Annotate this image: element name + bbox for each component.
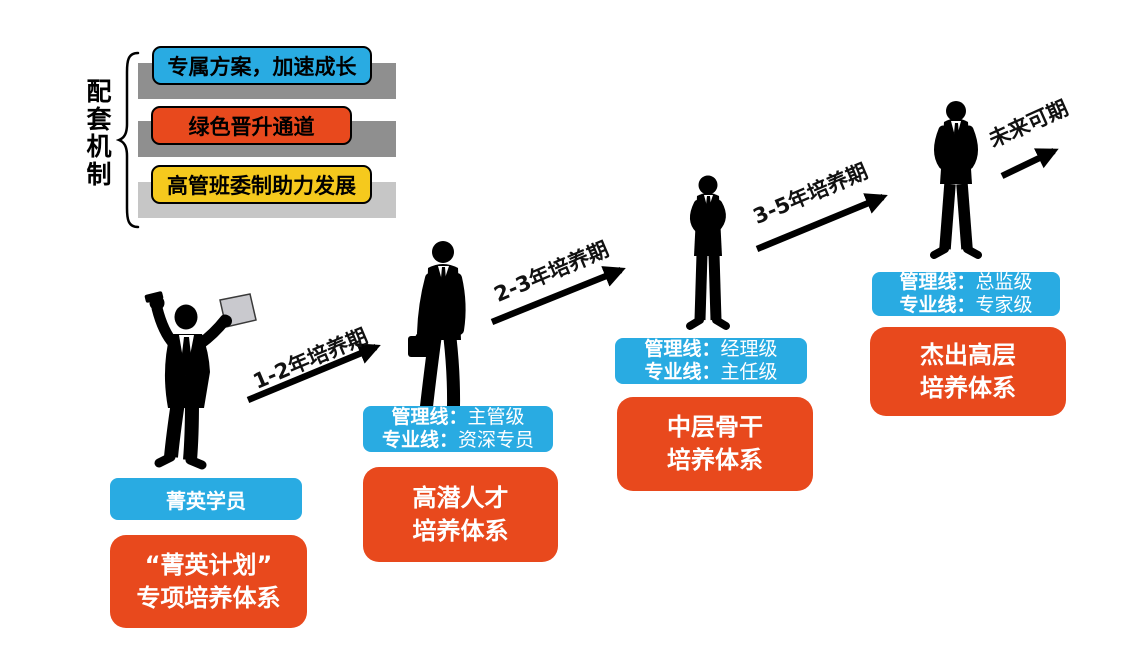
mechanism-item-plan: 专属方案，加速成长 bbox=[152, 46, 372, 85]
stage4-prof-track: 专业线：专家级 bbox=[899, 294, 1033, 316]
stage1-program-panel: “菁英计划” 专项培养体系 bbox=[110, 535, 307, 628]
stage2-program-line2: 培养体系 bbox=[412, 516, 509, 545]
stage2-program-line1: 高潜人才 bbox=[412, 483, 509, 512]
stage1-name: 菁英学员 bbox=[166, 488, 246, 513]
growth-arrow-2-icon bbox=[490, 266, 626, 326]
curly-brace-icon bbox=[116, 51, 140, 229]
stage4-program-panel: 杰出高层 培养体系 bbox=[870, 327, 1066, 416]
stage4-program-line1: 杰出高层 bbox=[920, 340, 1016, 369]
stage2-mgmt-track: 管理线：主管级 bbox=[391, 406, 525, 428]
stage3-prof-track: 专业线：主任级 bbox=[644, 361, 778, 383]
person-standing-pockets-silhouette-icon bbox=[930, 101, 982, 259]
stage1-level-badge: 菁英学员 bbox=[110, 478, 302, 520]
stage3-level-badge: 管理线：经理级 专业线：主任级 bbox=[615, 338, 807, 384]
person-standing-phone-silhouette-icon bbox=[686, 175, 730, 330]
stage3-mgmt-track: 管理线：经理级 bbox=[644, 338, 778, 360]
stage2-program-panel: 高潜人才 培养体系 bbox=[363, 467, 558, 562]
growth-arrow-3-icon bbox=[755, 193, 888, 253]
stage1-program-line1: “菁英计划” bbox=[144, 550, 273, 579]
mechanism-item-committee: 高管班委制助力发展 bbox=[151, 165, 372, 204]
stage3-program-line1: 中层骨干 bbox=[667, 413, 763, 441]
person-celebrating-silhouette-icon bbox=[144, 291, 257, 470]
stage4-program-line2: 培养体系 bbox=[920, 373, 1016, 402]
growth-arrow-4-icon bbox=[1000, 148, 1059, 179]
stage3-program-panel: 中层骨干 培养体系 bbox=[617, 397, 813, 491]
stage2-prof-track: 专业线：资深专员 bbox=[381, 429, 535, 451]
stage3-program-line2: 培养体系 bbox=[667, 446, 763, 474]
growth-arrow-1-icon bbox=[246, 343, 381, 404]
stage1-program-line2: 专项培养体系 bbox=[136, 583, 281, 612]
stage4-level-badge: 管理线：总监级 专业线：专家级 bbox=[872, 271, 1060, 316]
stage4-mgmt-track: 管理线：总监级 bbox=[899, 271, 1033, 293]
mechanism-title: 配套机制 bbox=[86, 77, 112, 189]
mechanism-item-promotion: 绿色晋升通道 bbox=[151, 106, 352, 145]
stage2-level-badge: 管理线：主管级 专业线：资深专员 bbox=[363, 406, 553, 452]
